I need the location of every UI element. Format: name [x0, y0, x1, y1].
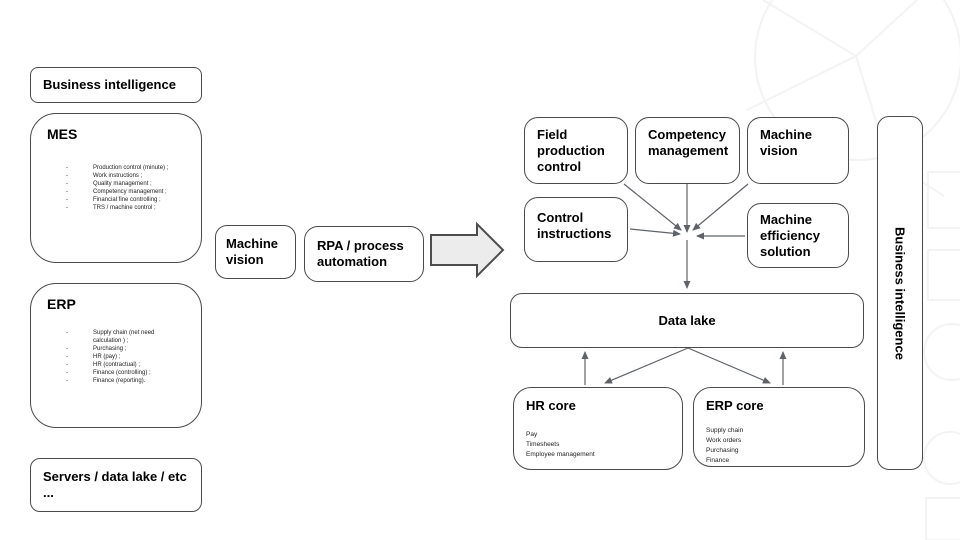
list-item: Timesheets [526, 441, 560, 448]
list-item: -Purchasing ; [66, 346, 127, 352]
list-item: -HR (pay) ; [66, 354, 121, 360]
hr-core-title: HR core [526, 398, 576, 413]
field-production-control-label: Field production control [537, 127, 605, 174]
list-item: -Work instructions ; [66, 173, 143, 179]
list-item: Employee management [526, 451, 595, 458]
data-lake-box: Data lake [510, 293, 864, 348]
rpa-process-automation-label: RPA / process automation [317, 238, 404, 269]
rpa-process-automation-box: RPA / process automation [304, 226, 424, 282]
connector-line [604, 347, 689, 384]
business-intelligence-vertical-label: Business intelligence [892, 226, 908, 360]
mes-item-list: -Production control (minute) ; -Work inst… [66, 164, 168, 212]
machine-vision-box: Machine vision [215, 225, 296, 279]
erp-core-title: ERP core [706, 398, 764, 413]
mes-box: MES -Production control (minute) ; -Work … [30, 113, 202, 263]
list-item: -HR (contractual) ; [66, 362, 141, 368]
control-instructions-box: Control instructions [524, 197, 628, 262]
erp-box: ERP -Supply chain (net need calculation … [30, 283, 202, 428]
list-item: Pay [526, 431, 538, 438]
business-intelligence-box: Business intelligence [30, 67, 202, 103]
business-intelligence-label: Business intelligence [43, 77, 176, 92]
competency-management-label: Competency management [648, 127, 729, 158]
servers-data-lake-box: Servers / data lake / etc ... [30, 458, 202, 512]
list-item: -Production control (minute) ; [66, 165, 169, 171]
flow-arrow-icon [430, 221, 505, 279]
erp-item-list: -Supply chain (net need calculation ) ; -… [66, 329, 154, 385]
list-item: -TRS / machine control ; [66, 205, 156, 211]
list-item: -Competency management ; [66, 189, 167, 195]
list-item: Supply chain [706, 427, 744, 434]
machine-vision-right-box: Machine vision [747, 117, 849, 184]
list-item: Purchasing [706, 447, 739, 454]
connector-line [623, 183, 682, 231]
servers-data-lake-label: Servers / data lake / etc ... [43, 469, 187, 500]
control-instructions-label: Control instructions [537, 210, 612, 241]
list-item: -Finance (controlling) ; [66, 370, 151, 376]
data-lake-label: Data lake [658, 312, 716, 328]
machine-efficiency-solution-label: Machine efficiency solution [760, 212, 820, 259]
connector-line [629, 228, 681, 237]
list-item: -Quality management ; [66, 181, 152, 187]
erp-title: ERP [47, 296, 76, 312]
list-item: Finance [706, 457, 730, 464]
machine-efficiency-solution-box: Machine efficiency solution [747, 203, 849, 268]
mes-title: MES [47, 126, 78, 142]
business-intelligence-vertical-box: Business intelligence [877, 116, 923, 470]
field-production-control-box: Field production control [524, 117, 628, 184]
list-item: -Financial fine controlling ; [66, 197, 161, 203]
list-item: Work orders [706, 437, 742, 444]
list-item: -Finance (reporting). [66, 378, 146, 384]
machine-vision-label: Machine vision [226, 236, 279, 267]
machine-vision-right-label: Machine vision [760, 127, 813, 158]
connector-line [692, 183, 749, 231]
list-item: -Supply chain (net need calculation ) ; [66, 330, 155, 344]
connector-line [687, 347, 771, 384]
competency-management-box: Competency management [635, 117, 740, 184]
